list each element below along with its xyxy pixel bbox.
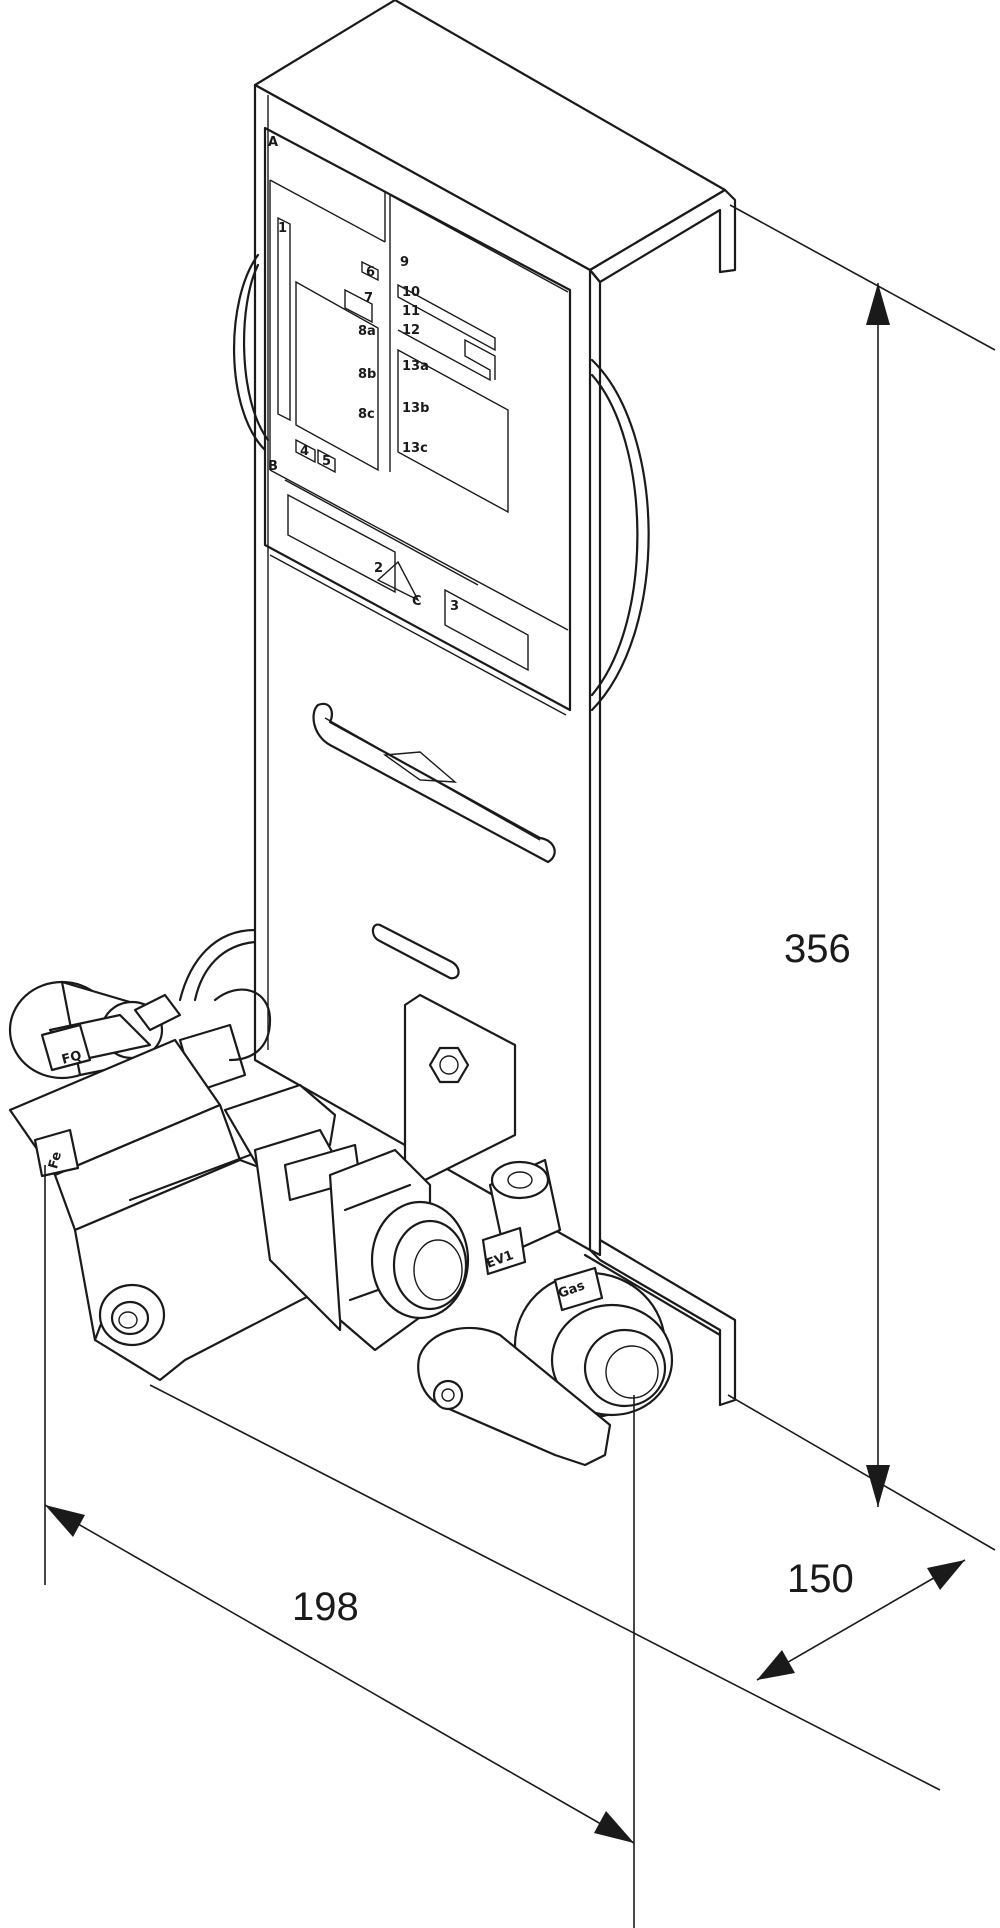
label-4: 4 xyxy=(300,444,309,459)
dimension-lines xyxy=(44,204,996,1928)
label-sticker xyxy=(263,126,572,716)
valve-assembly xyxy=(8,980,674,1467)
label-8a: 8a xyxy=(358,324,376,339)
label-c: C xyxy=(412,594,422,609)
cable-loops xyxy=(178,253,650,1002)
label-10: 10 xyxy=(402,285,420,300)
label-3: 3 xyxy=(450,599,459,614)
mounting-plate xyxy=(253,0,737,1407)
label-13a: 13a xyxy=(402,359,429,374)
cable-clip xyxy=(312,702,556,980)
label-12: 12 xyxy=(402,323,420,338)
width-dimension: 198 xyxy=(292,1585,359,1629)
label-13b: 13b xyxy=(402,401,429,416)
label-8b: 8b xyxy=(358,367,376,382)
label-a: A xyxy=(268,135,278,150)
label-13c: 13c xyxy=(402,441,428,456)
label-7: 7 xyxy=(364,291,373,306)
label-11: 11 xyxy=(402,304,420,319)
label-fq: FQ xyxy=(60,1048,83,1068)
depth-dimension: 150 xyxy=(787,1557,854,1601)
label-2: 2 xyxy=(374,561,383,576)
label-8c: 8c xyxy=(358,407,375,422)
label-fe: Fe xyxy=(46,1150,65,1171)
label-1: 1 xyxy=(278,221,287,236)
label-b: B xyxy=(268,459,278,474)
label-6: 6 xyxy=(366,265,375,280)
height-dimension: 356 xyxy=(784,927,851,971)
label-9: 9 xyxy=(400,255,409,270)
label-5: 5 xyxy=(322,454,331,469)
